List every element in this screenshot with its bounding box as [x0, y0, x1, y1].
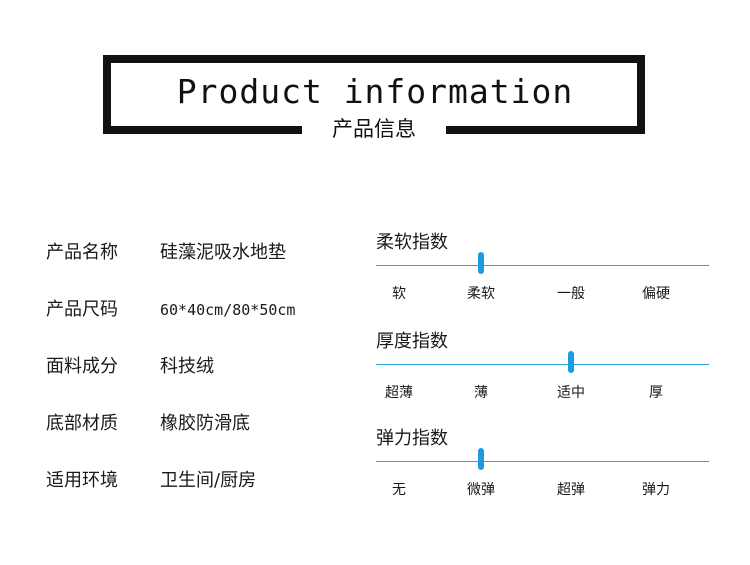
- index-level: 薄: [474, 385, 488, 401]
- index-title: 柔软指数: [376, 232, 448, 253]
- spec-label: 适用环境: [46, 470, 118, 491]
- index-track: [376, 461, 709, 462]
- thickness-index: 厚度指数 超薄 薄 适中 厚: [376, 330, 709, 420]
- index-level: 偏硬: [642, 286, 670, 302]
- spec-label: 底部材质: [46, 413, 118, 434]
- index-marker: [478, 448, 484, 470]
- spec-label: 产品名称: [46, 242, 118, 263]
- page-title: Product information: [176, 72, 574, 111]
- page-subtitle: 产品信息: [302, 112, 446, 146]
- spec-label: 产品尺码: [46, 299, 118, 320]
- index-track: [376, 265, 709, 266]
- index-level: 厚: [649, 385, 663, 401]
- spec-value: 科技绒: [160, 356, 214, 377]
- index-marker: [568, 351, 574, 373]
- index-level: 柔软: [467, 286, 495, 302]
- spec-label: 面料成分: [46, 356, 118, 377]
- elasticity-index: 弹力指数 无 微弹 超弹 弹力: [376, 427, 709, 517]
- index-level: 微弹: [467, 482, 495, 498]
- spec-value: 60*40cm/80*50cm: [160, 301, 296, 319]
- index-level: 超薄: [385, 385, 413, 401]
- spec-value: 橡胶防滑底: [160, 413, 250, 434]
- spec-value: 硅藻泥吸水地垫: [160, 242, 286, 263]
- index-level: 一般: [557, 286, 585, 302]
- index-title: 弹力指数: [376, 428, 448, 449]
- spec-value: 卫生间/厨房: [160, 470, 257, 491]
- index-level: 适中: [557, 385, 585, 401]
- index-marker: [478, 252, 484, 274]
- index-title: 厚度指数: [376, 331, 448, 352]
- index-level: 无: [392, 482, 406, 498]
- index-level: 超弹: [557, 482, 585, 498]
- index-level: 弹力: [642, 482, 670, 498]
- index-level: 软: [392, 286, 406, 302]
- index-track: [376, 364, 709, 365]
- softness-index: 柔软指数 软 柔软 一般 偏硬: [376, 231, 709, 321]
